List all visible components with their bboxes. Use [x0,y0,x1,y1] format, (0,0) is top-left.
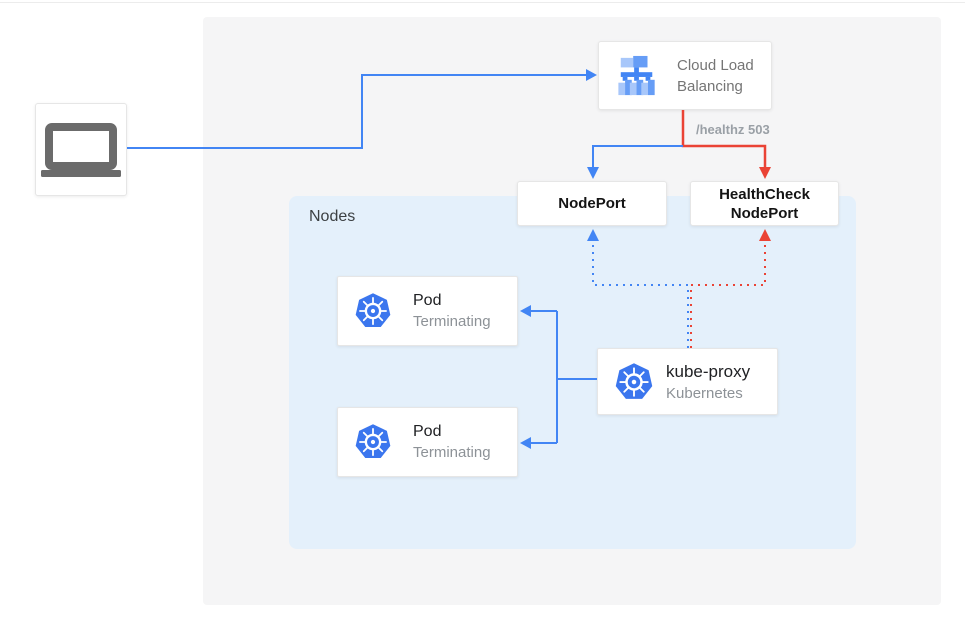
healthz-503-label: /healthz 503 [696,122,770,137]
healthcheck-nodeport-label: HealthCheck NodePort [719,185,810,222]
healthcheck-nodeport-node: HealthCheck NodePort [690,181,839,226]
kubernetes-icon [354,292,392,330]
kube-proxy-title: kube-proxy [666,361,751,381]
kubernetes-icon [354,423,392,461]
pod-status: Terminating [413,444,491,461]
cloud-load-balancing-label: Cloud Load Balancing [677,56,754,95]
cloud-load-balancing-node: Cloud Load Balancing [598,41,772,110]
pod-title: Pod [413,292,442,309]
top-divider [0,2,965,3]
pod-title: Pod [413,423,442,440]
kube-proxy-node: kube-proxy Kubernetes [597,348,778,415]
client-node [35,103,127,196]
nodeport-label: NodePort [558,195,626,212]
nodes-group-label: Nodes [309,208,356,225]
pod-status: Terminating [413,313,491,330]
pod-node: Pod Terminating [337,276,518,346]
kubernetes-icon [614,362,654,402]
kube-proxy-subtitle: Kubernetes [666,384,743,402]
nodeport-node: NodePort [517,181,667,226]
pod-node: Pod Terminating [337,407,518,477]
load-balancer-icon [614,55,660,97]
laptop-icon [41,122,121,177]
